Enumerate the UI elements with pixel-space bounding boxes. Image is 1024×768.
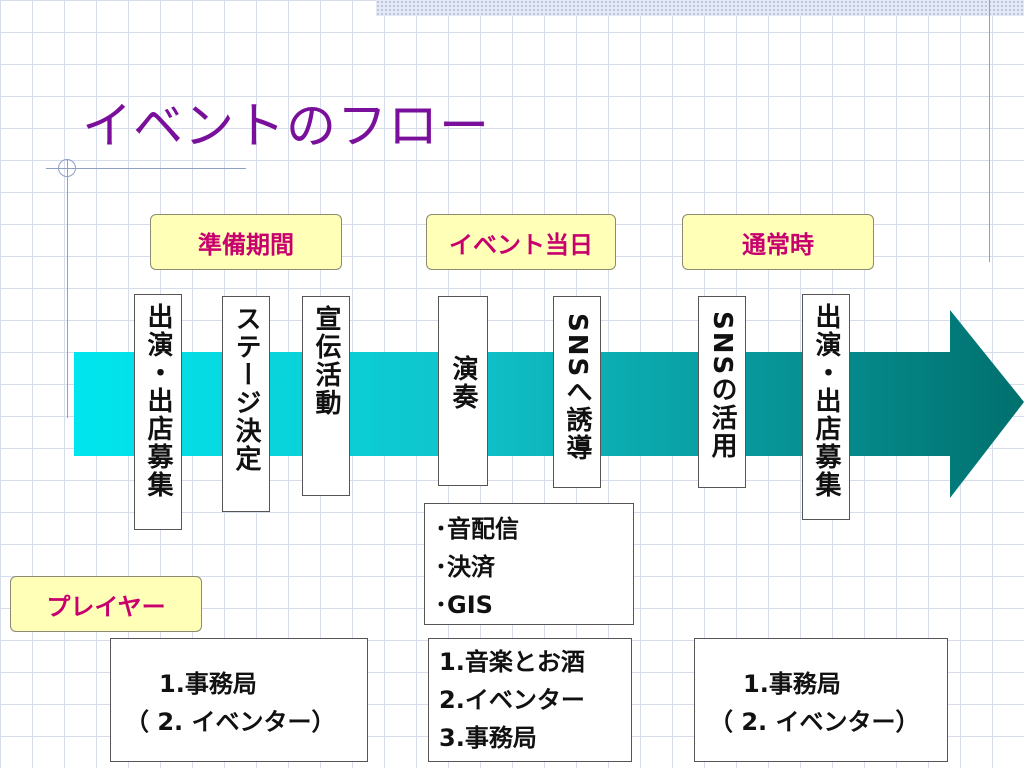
top-decorative-bar — [376, 0, 1024, 16]
decorative-horizontal-line — [46, 168, 246, 169]
step-sns-guide: SNSへ誘導 — [553, 296, 601, 488]
decorative-vertical-line-right — [989, 0, 990, 262]
players-prep: 1.事務局 （ 2. イベンター） — [110, 638, 368, 762]
step-sns-use: SNSの活用 — [698, 296, 746, 488]
step-stage-decision: ステージ決定 — [222, 296, 270, 512]
players-normal: 1.事務局 （ 2. イベンター） — [694, 638, 948, 762]
player-line: （ 2. イベンター） — [709, 708, 920, 736]
player-label: プレイヤー — [10, 576, 202, 632]
player-line: 2.イベンター — [439, 686, 585, 714]
timeline-arrow — [74, 310, 1024, 498]
decorative-ring — [58, 159, 76, 177]
feature-list: ･音配信 ･決済 ･GIS — [424, 503, 634, 625]
step-performance: 演奏 — [438, 296, 488, 486]
player-line: （ 2. イベンター） — [125, 708, 336, 736]
phase-preparation: 準備期間 — [150, 214, 342, 270]
feature-item: ･音配信 — [435, 515, 519, 543]
player-line: 3.事務局 — [439, 724, 537, 752]
player-line: 1.音楽とお酒 — [439, 648, 585, 676]
decorative-vertical-line-left — [67, 160, 68, 418]
timeline-arrow-shape — [74, 310, 1024, 498]
feature-item: ･GIS — [435, 591, 493, 619]
phase-event-day: イベント当日 — [426, 214, 616, 270]
feature-item: ･決済 — [435, 553, 495, 581]
player-line: 1.事務局 — [159, 670, 257, 698]
phase-normal: 通常時 — [682, 214, 874, 270]
step-promotion: 宣伝活動 — [302, 296, 350, 496]
step-performer-recruit-1: 出演・出店募集 — [134, 294, 182, 530]
player-line: 1.事務局 — [743, 670, 841, 698]
slide-title: イベントのフロー — [82, 97, 490, 155]
players-event-day: 1.音楽とお酒 2.イベンター 3.事務局 — [428, 638, 632, 762]
step-performer-recruit-2: 出演・出店募集 — [802, 294, 850, 520]
